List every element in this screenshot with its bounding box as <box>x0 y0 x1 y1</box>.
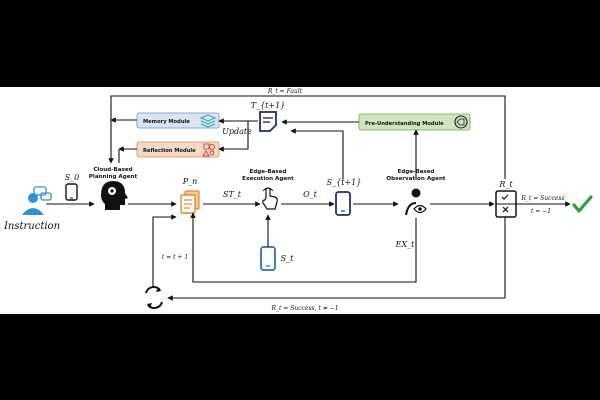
update-label: Update <box>222 127 252 136</box>
observation-agent-label-1: Edge-Based <box>397 169 434 175</box>
phone-icon-st <box>260 246 276 271</box>
t-increment-label: t = t + 1 <box>162 254 188 261</box>
update-to-reflection-arrow <box>218 121 249 152</box>
memory-stack-icon <box>199 114 217 128</box>
s0-label: S_0 <box>65 173 80 182</box>
rt-label: R_t <box>498 180 513 189</box>
architecture-diagram: R_t = Fault Memory Module Reflection Mod… <box>3 88 593 312</box>
instruction-label: Instruction <box>3 221 60 232</box>
document-icon <box>259 111 277 132</box>
diagram-canvas: R_t = Fault Memory Module Reflection Mod… <box>0 87 600 314</box>
st-label: ST_t <box>223 190 242 199</box>
st-device-label: S_t <box>281 254 294 263</box>
refresh-cycle-icon <box>145 286 163 309</box>
memory-module-label: Memory Module <box>143 119 190 125</box>
ot-label: O_t <box>303 190 318 199</box>
st1-label: S_{t+1} <box>327 178 362 187</box>
state-to-doc-arrow <box>290 128 344 179</box>
loop-bottom-label: R_t = Success, t ≠ −1 <box>270 305 338 312</box>
ai-chip-icon <box>454 115 468 129</box>
success-check-icon <box>572 195 593 213</box>
ext-feedback-line <box>190 212 417 283</box>
execution-agent-label-2: Execution Agent <box>242 176 294 182</box>
execution-agent-label-1: Edge-Based <box>249 169 286 175</box>
reflection-module-label: Reflection Module <box>143 148 196 154</box>
t-next-label: T_{t+1} <box>251 101 286 110</box>
phone-icon-s0 <box>65 183 78 201</box>
planning-agent-label-2: Planning Agent <box>89 174 138 180</box>
success-bottom-label: t = −1 <box>531 208 551 215</box>
checklist-icon <box>495 190 517 218</box>
bottom-loop-line <box>167 217 506 301</box>
tap-hand-icon <box>262 187 278 210</box>
ext-label: EX_t <box>395 240 416 249</box>
reflection-shapes-icon <box>202 143 215 157</box>
task-list-icon <box>180 190 200 214</box>
planning-agent-label-1: Cloud-Based <box>93 167 132 173</box>
pre-understanding-label: Pre-Understanding Module <box>365 121 444 127</box>
brain-head-icon <box>101 181 128 210</box>
success-top-label: R_t = Success <box>520 195 564 202</box>
phone-icon-st1 <box>335 191 351 216</box>
pn-label: P_n <box>182 177 198 186</box>
increment-loop-line <box>152 214 177 287</box>
fault-label: R_t = Fault <box>267 88 303 95</box>
user-chat-icon <box>22 186 52 215</box>
observation-agent-label-2: Observation Agent <box>386 176 446 182</box>
observer-eye-icon <box>405 188 427 216</box>
fault-loop-line <box>108 95 506 179</box>
